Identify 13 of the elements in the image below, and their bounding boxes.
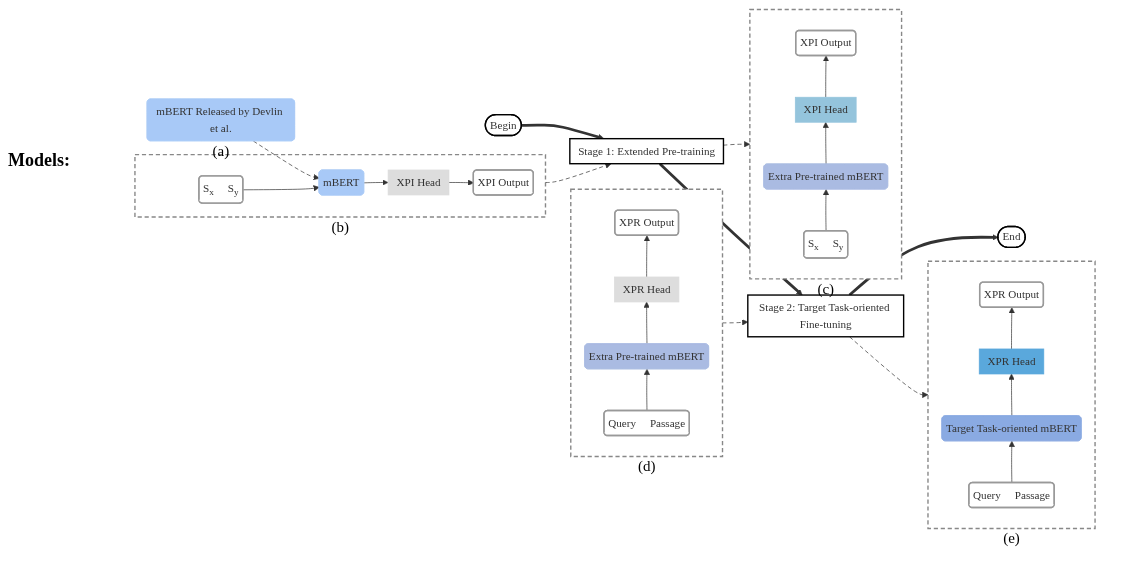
node-box: XPI Head: [387, 169, 450, 196]
panel-caption: (b): [330, 219, 350, 236]
section-heading: Models:: [8, 150, 70, 170]
node-box: XPR Head: [614, 276, 680, 303]
panel-caption: (a): [211, 142, 231, 160]
cluster: [749, 8, 903, 280]
panel-caption: (d): [636, 458, 657, 476]
panel-caption: (e): [1002, 530, 1021, 548]
node-box: Stage 1: Extended Pre-training: [569, 137, 725, 165]
cluster: [927, 260, 1096, 530]
cluster: [570, 188, 724, 458]
node-box: XPI Head: [794, 96, 857, 123]
node-box: XPR Head: [978, 348, 1045, 375]
